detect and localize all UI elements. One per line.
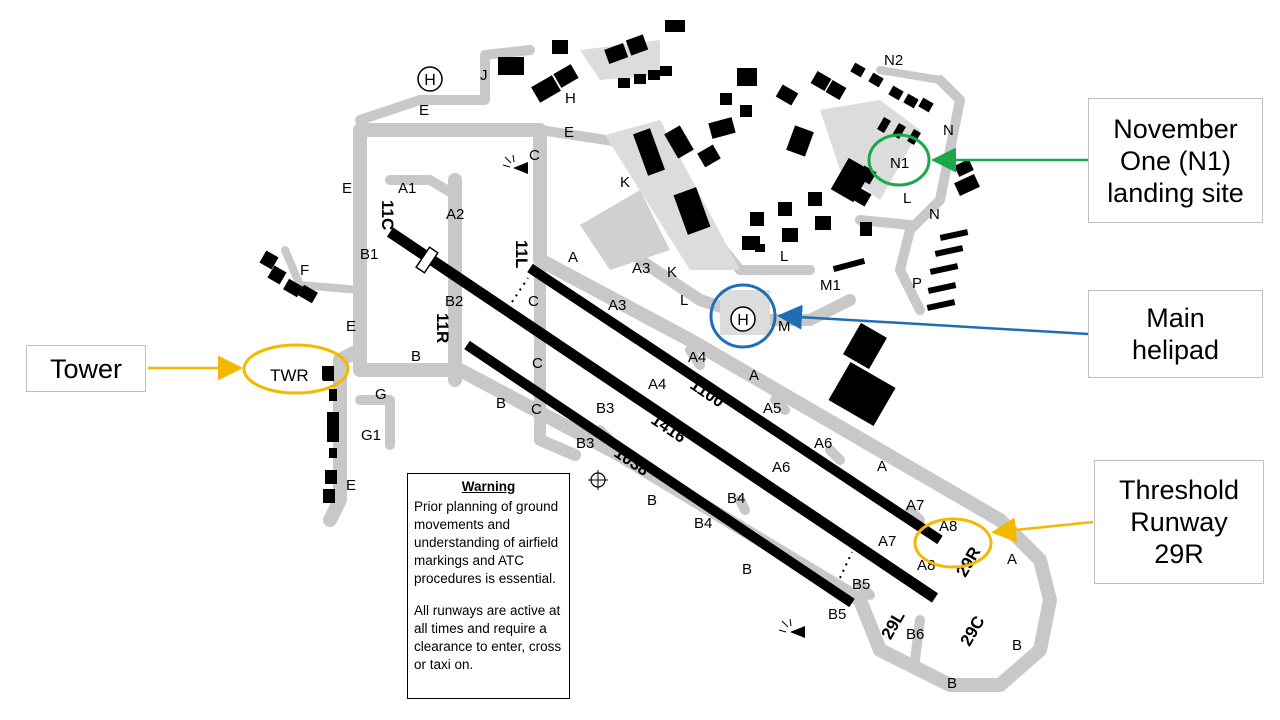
svg-text:C: C (528, 293, 539, 310)
svg-text:B4: B4 (727, 490, 745, 507)
svg-text:A6: A6 (772, 459, 790, 476)
svg-text:A4: A4 (648, 376, 666, 393)
svg-text:J: J (480, 67, 488, 84)
threshold-arrow (991, 517, 1094, 543)
warning-text-2: All runways are active at all times and … (414, 603, 562, 672)
svg-text:B4: B4 (694, 515, 712, 532)
n1-callout: November One (N1) landing site (1088, 98, 1263, 223)
beacon-south-icon (778, 618, 805, 638)
threshold-highlight (913, 517, 993, 569)
svg-text:E: E (346, 477, 356, 494)
svg-text:B: B (496, 395, 506, 412)
threshold-callout: Threshold Runway 29R (1094, 460, 1264, 584)
svg-text:P: P (912, 275, 922, 292)
svg-text:B1: B1 (360, 246, 378, 263)
taxiway-labels: E J H E C K E A1 A2 B1 F A A3 K L A3 B2 … (300, 52, 1022, 692)
svg-text:B5: B5 (828, 606, 846, 623)
svg-text:L: L (860, 220, 868, 237)
svg-text:A1: A1 (398, 180, 416, 197)
svg-text:B2: B2 (445, 293, 463, 310)
svg-text:B5: B5 (852, 576, 870, 593)
svg-text:A3: A3 (608, 297, 626, 314)
svg-text:L: L (903, 190, 911, 207)
runway-11c-29c (386, 227, 939, 603)
svg-text:E: E (342, 180, 352, 197)
svg-text:A: A (1007, 551, 1017, 568)
svg-text:B: B (1012, 637, 1022, 654)
svg-text:G: G (375, 386, 387, 403)
warning-text-1: Prior planning of ground movements and u… (414, 499, 559, 586)
runway-11c-label: 11C (378, 200, 397, 230)
svg-text:C: C (529, 147, 540, 164)
svg-text:L: L (680, 292, 688, 309)
runway-11l-29r (527, 263, 943, 545)
runway-29c-label: 29C (957, 613, 989, 650)
helipad-north-icon: H (417, 66, 443, 92)
svg-text:N: N (929, 206, 940, 223)
svg-text:A2: A2 (446, 206, 464, 223)
runway-11r-label: 11R (433, 313, 452, 343)
helipad-arrow (777, 304, 1089, 336)
runways (386, 227, 943, 608)
svg-text:K: K (667, 264, 677, 281)
svg-text:L: L (780, 248, 788, 265)
svg-text:A: A (749, 367, 759, 384)
runway-11r-29l (464, 340, 855, 608)
svg-text:A5: A5 (763, 400, 781, 417)
svg-text:G1: G1 (361, 427, 381, 444)
svg-text:H: H (424, 72, 436, 89)
svg-text:M: M (778, 318, 791, 335)
svg-text:A4: A4 (688, 349, 706, 366)
svg-text:A8: A8 (939, 518, 957, 535)
svg-text:A: A (877, 458, 887, 475)
svg-text:F: F (300, 262, 309, 279)
svg-text:B: B (947, 675, 957, 692)
svg-text:E: E (346, 318, 356, 335)
svg-text:C: C (531, 401, 542, 418)
svg-text:B: B (647, 492, 657, 509)
beacon-north-icon (502, 154, 528, 174)
svg-text:B3: B3 (596, 400, 614, 417)
svg-text:H: H (565, 90, 576, 107)
svg-text:N: N (943, 122, 954, 139)
svg-text:C: C (532, 355, 543, 372)
tower-callout: Tower (26, 345, 146, 392)
svg-text:B3: B3 (576, 435, 594, 452)
n1-highlight (867, 133, 931, 187)
svg-text:A3: A3 (632, 260, 650, 277)
runway-11l-label: 11L (512, 240, 531, 268)
svg-text:K: K (620, 174, 630, 191)
svg-text:B: B (742, 561, 752, 578)
svg-text:M1: M1 (820, 277, 841, 294)
helipad-highlight (709, 283, 777, 349)
svg-text:N1: N1 (890, 155, 909, 172)
svg-text:A7: A7 (906, 497, 924, 514)
buildings (259, 20, 980, 503)
svg-text:H: H (737, 312, 749, 329)
svg-text:B6: B6 (906, 626, 924, 643)
svg-text:E: E (564, 124, 574, 141)
vor-icon (588, 470, 608, 490)
tower-label: TWR (270, 366, 309, 385)
helipad-callout: Main helipad (1088, 290, 1263, 378)
svg-text:A6: A6 (814, 435, 832, 452)
warning-title: Warning (461, 479, 516, 494)
svg-text:B: B (411, 348, 421, 365)
svg-text:N2: N2 (884, 52, 903, 69)
main-helipad-icon: H (730, 306, 756, 332)
svg-text:E: E (419, 102, 429, 119)
tower-highlight (242, 343, 350, 395)
svg-text:A7: A7 (878, 533, 896, 550)
warning-box: Warning Prior planning of ground movemen… (407, 473, 570, 699)
svg-text:A: A (568, 249, 578, 266)
runway-29r-label: 29R (952, 544, 984, 581)
